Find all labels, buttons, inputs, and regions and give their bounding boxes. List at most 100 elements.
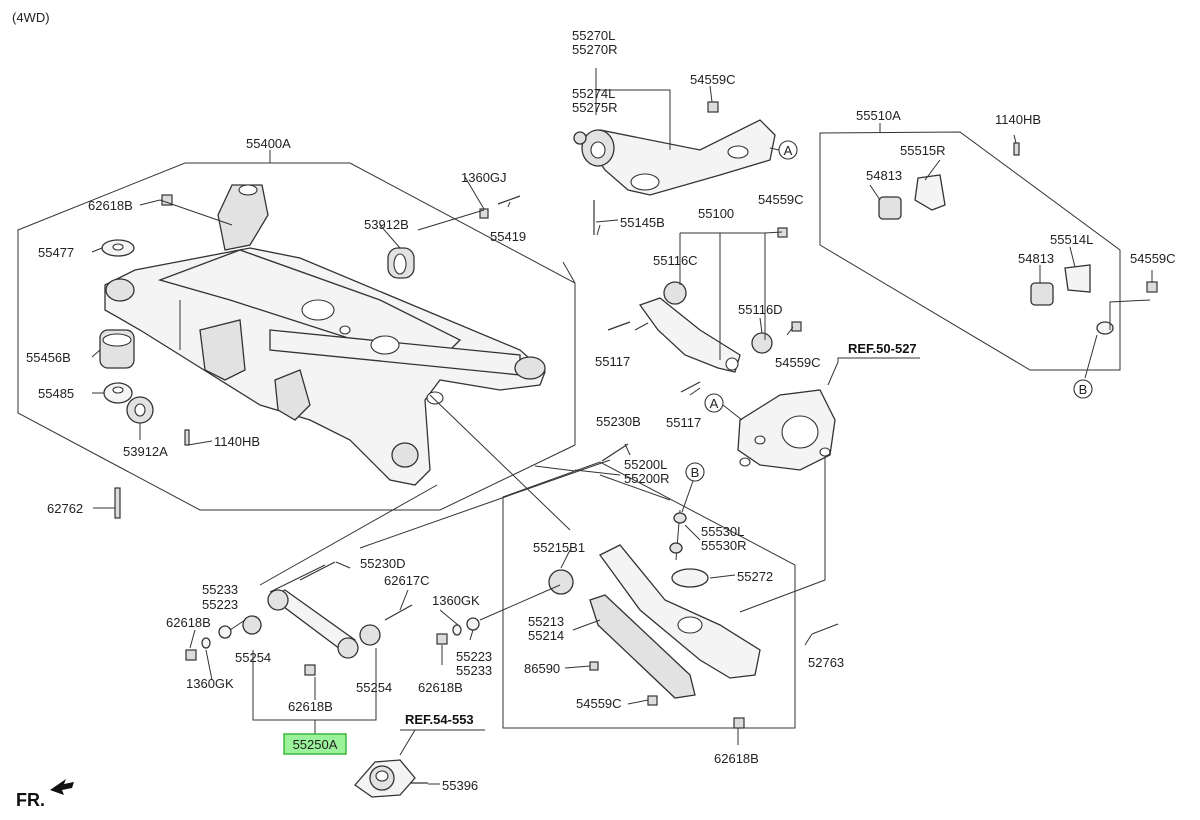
svg-text:A: A	[710, 396, 719, 411]
label-55200L: 55200L	[624, 457, 667, 472]
label-62618B-a: 62618B	[88, 198, 133, 213]
svg-text:B: B	[1079, 382, 1088, 397]
label-62618B-b: 62618B	[166, 615, 211, 630]
label-54559C-a: 54559C	[690, 72, 736, 87]
front-arrow-icon	[50, 779, 74, 795]
callout-A-upper: A	[778, 140, 798, 160]
label-54813-b: 54813	[1018, 251, 1054, 266]
label-55530L: 55530L	[701, 524, 744, 539]
clamp-55514L	[1064, 264, 1091, 293]
lower-arm-55200	[548, 443, 761, 699]
label-55100: 55100	[698, 206, 734, 221]
knuckle-ref-50-527	[737, 389, 836, 471]
label-55233-b: 55233	[456, 663, 492, 678]
bolt-55117-a	[607, 321, 631, 331]
label-55514L: 55514L	[1050, 232, 1093, 247]
label-55456B: 55456B	[26, 350, 71, 365]
nut-54559C-c	[791, 321, 802, 332]
label-55272: 55272	[737, 569, 773, 584]
label-54559C-b: 54559C	[758, 192, 804, 207]
label-54559C-d: 54559C	[1130, 251, 1176, 266]
label-55215B1: 55215B1	[533, 540, 585, 555]
washer-1360GK-a	[201, 637, 211, 649]
label-55515R: 55515R	[900, 143, 946, 158]
label-55230B: 55230B	[596, 414, 641, 429]
bushing-54813-b	[1030, 282, 1054, 306]
label-1360GK-b: 1360GK	[432, 593, 480, 608]
plate-55485	[103, 382, 133, 404]
bushing-53912B	[387, 247, 415, 279]
label-62618B-e: 62618B	[714, 751, 759, 766]
front-direction-marker: FR.	[16, 779, 74, 810]
label-55213: 55213	[528, 614, 564, 629]
label-1140HB-b: 1140HB	[214, 434, 260, 449]
label-54813-a: 54813	[866, 168, 902, 183]
label-54559C-e: 54559C	[576, 696, 622, 711]
label-55117-a: 55117	[595, 354, 630, 369]
nut-54559C-e	[647, 695, 658, 706]
label-62762: 62762	[47, 501, 83, 516]
svg-text:B: B	[691, 465, 700, 480]
label-55145B: 55145B	[620, 215, 665, 230]
stopper-55477	[101, 239, 135, 257]
spring-pad-55272	[671, 568, 709, 588]
label-55396: 55396	[442, 778, 478, 793]
label-55200R: 55200R	[624, 471, 670, 486]
nut-62618B-a	[161, 194, 173, 206]
clamp-55515R	[914, 174, 946, 211]
nut-62618B-e	[733, 717, 745, 729]
label-54559C-c: 54559C	[775, 355, 821, 370]
nut-62618B-b	[185, 649, 197, 661]
drive-variant-label: (4WD)	[12, 10, 50, 25]
label-55254-b: 55254	[356, 680, 392, 695]
label-55270L: 55270L	[572, 28, 615, 43]
washer-1360GK-b	[452, 624, 462, 636]
label-55270R: 55270R	[572, 42, 618, 57]
label-55233-a: 55233	[202, 582, 238, 597]
label-55510A: 55510A	[856, 108, 901, 123]
label-55214: 55214	[528, 628, 564, 643]
stabilizer-bar-55510A	[836, 174, 1114, 342]
label-55477: 55477	[38, 245, 74, 260]
bolt-55230D	[299, 561, 336, 581]
bushing-55254-a	[242, 615, 262, 635]
label-ref-54-553: REF.54-553	[405, 712, 474, 727]
crossmember-assembly	[104, 184, 546, 486]
nut-54559C-a	[707, 101, 719, 113]
label-55116D: 55116D	[738, 302, 783, 317]
bolt-86590	[589, 661, 599, 671]
label-55116C: 55116C	[653, 253, 698, 268]
bushing-55456B	[99, 329, 135, 369]
label-ref-50-527: REF.50-527	[848, 341, 917, 356]
bushing-55254-b	[359, 624, 381, 646]
crossmember-group-box	[17, 162, 576, 511]
label-55419: 55419	[490, 229, 526, 244]
label-62617C: 62617C	[384, 573, 430, 588]
bolt-55230B	[601, 443, 629, 462]
lower-arm-group-box	[502, 461, 796, 729]
bushing-53912A	[126, 396, 154, 424]
bolt-1140HB-b	[184, 429, 190, 446]
label-52763: 52763	[808, 655, 844, 670]
highlighted-part-55250A[interactable]: 55250A	[283, 733, 347, 755]
nut-62618B-c	[436, 633, 448, 645]
bolt-55419	[497, 195, 521, 205]
label-55485: 55485	[38, 386, 74, 401]
stabilizer-link-55530	[669, 509, 687, 561]
label-53912B: 53912B	[364, 217, 409, 232]
bushing-54813-a	[878, 196, 902, 220]
bushing-55215B1	[548, 569, 574, 595]
bolt-1140HB-a	[1013, 142, 1020, 156]
callout-A-knuckle: A	[704, 393, 724, 413]
upper-arm-55270	[573, 119, 776, 196]
label-55275R: 55275R	[572, 100, 618, 115]
label-55223-b: 55223	[456, 649, 492, 664]
svg-text:A: A	[784, 143, 793, 158]
label-55274L: 55274L	[572, 86, 615, 101]
bracket-ref-54-553	[354, 759, 416, 798]
label-55400A: 55400A	[246, 136, 291, 151]
label-86590: 86590	[524, 661, 560, 676]
nut-62618B-d	[304, 664, 316, 676]
label-1360GK-a: 1360GK	[186, 676, 234, 691]
